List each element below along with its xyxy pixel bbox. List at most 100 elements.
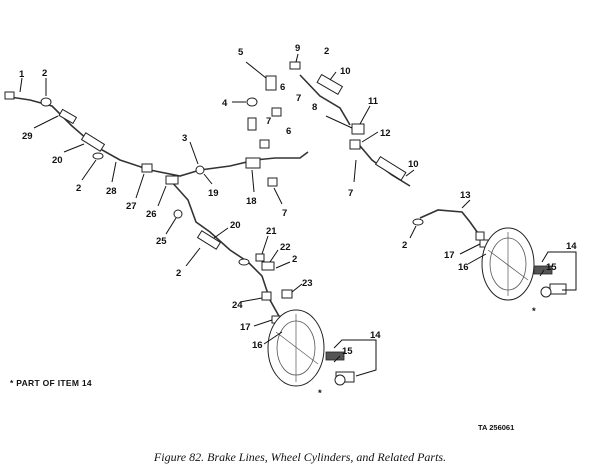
- backing-plate-center-detail-2: [275, 331, 319, 365]
- callout-23: 23: [302, 278, 313, 289]
- callout-3: 3: [182, 133, 187, 144]
- boot-center: [334, 374, 346, 386]
- wheel-cylinder-15-center: [325, 351, 345, 361]
- leader-16-right: [467, 253, 487, 265]
- tee-22: [261, 261, 275, 271]
- switch-5: [265, 75, 277, 91]
- boot-right: [540, 286, 552, 298]
- asterisk-right: *: [532, 306, 536, 317]
- callout-8: 8: [312, 102, 317, 113]
- callout-2-top-left: 2: [42, 68, 47, 79]
- clip-2-center: [238, 258, 250, 266]
- fitting-6a: [271, 107, 282, 117]
- leader-15-center: [333, 355, 341, 363]
- leader-10-top: [329, 71, 337, 81]
- leader-23: [291, 283, 303, 293]
- bracket-14-center: [333, 339, 377, 377]
- center-wheel-assembly: [267, 309, 355, 387]
- fitting-19: [195, 165, 205, 175]
- callout-7-middle: 7: [266, 116, 271, 127]
- callout-28: 28: [106, 186, 117, 197]
- callout-15-right: 15: [546, 262, 557, 273]
- fitting-6b: [259, 139, 270, 149]
- fitting-21: [255, 253, 265, 262]
- leader-15-right: [539, 269, 545, 277]
- hose-20-center: [196, 230, 222, 250]
- callout-26: 26: [146, 209, 157, 220]
- leader-7-right: [353, 159, 357, 183]
- leader-17-right: [459, 243, 481, 255]
- backing-plate-right-detail-2: [487, 249, 529, 281]
- fittings: [4, 61, 490, 324]
- leader-20-center: [213, 227, 229, 239]
- hose-29: [58, 108, 78, 125]
- bracket-26: [165, 175, 179, 185]
- callout-16-right: 16: [458, 262, 469, 273]
- callout-19: 19: [208, 188, 219, 199]
- fitting-23: [281, 289, 293, 299]
- hose-10-right: [374, 155, 407, 181]
- wheel-cylinder-15-right-cup: [549, 283, 567, 295]
- leader-25: [165, 217, 177, 235]
- callout-4: 4: [222, 98, 228, 109]
- callout-15-center: 15: [342, 346, 353, 357]
- clip-2-right: [412, 218, 424, 226]
- brake-line-upper-right: [299, 74, 351, 126]
- leader-9: [295, 53, 299, 63]
- hose-10-top: [316, 73, 344, 96]
- fitting-9: [289, 61, 301, 70]
- leader-21: [261, 235, 269, 255]
- fitting-7b: [267, 177, 278, 187]
- callout-21: 21: [266, 226, 277, 237]
- callout-29: 29: [22, 131, 33, 142]
- leader-20-left: [63, 143, 85, 153]
- leader-1: [19, 77, 23, 93]
- brake-lines: [9, 74, 481, 319]
- callout-12: 12: [380, 128, 391, 139]
- callout-6-lower: 6: [286, 126, 291, 137]
- callout-14-right: 14: [566, 241, 577, 252]
- leader-lines: [19, 53, 577, 377]
- leader-2-left: [81, 159, 97, 181]
- callouts: 1 2 29 20 2 28 27 26 3 19 5 4 6 7 7 6 18…: [19, 43, 577, 399]
- leader-24: [239, 297, 263, 303]
- callout-2-center-right: 2: [292, 254, 297, 265]
- callout-10-top: 10: [340, 66, 351, 77]
- leader-11: [359, 105, 371, 125]
- callout-27: 27: [126, 201, 137, 212]
- callout-9: 9: [295, 43, 300, 54]
- callout-24: 24: [232, 300, 243, 311]
- bracket-14-right: [541, 251, 577, 291]
- drawing-number: TA 256061: [478, 423, 514, 432]
- figure-caption: Figure 82. Brake Lines, Wheel Cylinders,…: [153, 450, 447, 464]
- tube-13-end: [475, 231, 485, 241]
- clip-2-left: [92, 152, 104, 160]
- right-wheel-assembly: [481, 227, 567, 301]
- tee-27: [141, 163, 153, 173]
- callout-20-left: 20: [52, 155, 63, 166]
- leader-2-center-left: [185, 247, 201, 267]
- callout-1: 1: [19, 69, 25, 80]
- leader-13: [461, 199, 471, 209]
- callout-16-center: 16: [252, 340, 263, 351]
- fitting-7a: [247, 117, 257, 131]
- callout-7-upper: 7: [296, 93, 301, 104]
- leader-8: [325, 115, 353, 129]
- callout-2-left: 2: [76, 183, 81, 194]
- callout-20-center: 20: [230, 220, 241, 231]
- asterisk-center: *: [318, 388, 322, 399]
- leader-12: [361, 131, 379, 143]
- brake-line-main: [9, 96, 309, 177]
- leader-5: [245, 61, 267, 79]
- bracket-24: [261, 291, 272, 301]
- callout-17-right: 17: [444, 250, 455, 261]
- brake-line-rear-right: [419, 209, 481, 237]
- leader-28: [111, 161, 117, 183]
- leader-26: [157, 185, 167, 207]
- leader-2-right: [409, 225, 417, 239]
- leader-29: [33, 115, 59, 129]
- callout-7-lower: 7: [282, 208, 287, 219]
- callout-5: 5: [238, 47, 244, 58]
- leader-7-low: [273, 187, 283, 205]
